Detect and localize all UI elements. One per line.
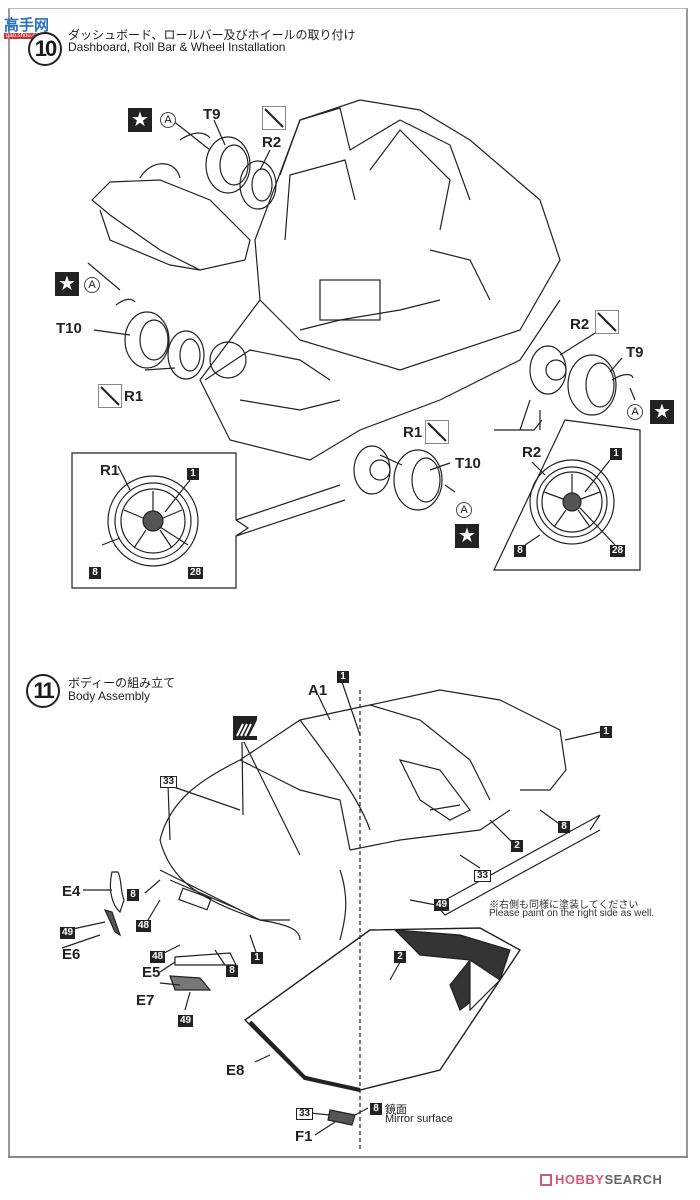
wheel-r2-top [239, 160, 277, 210]
paint-code-badge: 2 [394, 951, 406, 963]
part-a-label: A [456, 502, 472, 518]
paint-code-badge: 8 [558, 821, 570, 833]
paint-code-badge: 1 [600, 726, 612, 738]
window-glass-e8 [243, 927, 522, 1092]
part-e7 [169, 975, 212, 991]
paint-code-badge: 8 [89, 567, 101, 579]
paint-code-badge: 2 [511, 840, 523, 852]
label-a1: A1 [308, 682, 328, 699]
dashboard-drawing [91, 163, 251, 271]
wheel-r2-right [529, 345, 567, 395]
label-e7: E7 [136, 992, 155, 1009]
paint-code-badge: 49 [178, 1015, 194, 1027]
step-10-title-en: Dashboard, Roll Bar & Wheel Installation [68, 40, 286, 54]
label-e5: E5 [142, 964, 161, 981]
no-glue-icon [98, 384, 122, 408]
paint-code-badge: 33 [296, 1108, 314, 1120]
paint-code-badge: 1 [610, 448, 622, 460]
part-a-label: A [627, 404, 643, 420]
chassis-drawing [199, 99, 561, 461]
part-a-right [611, 373, 634, 381]
label-r2-right: R2 [570, 316, 590, 333]
paint-code-badge: 1 [187, 468, 199, 480]
wheel-r1-center [353, 445, 391, 495]
label-r1-left: R1 [124, 388, 144, 405]
label-e8: E8 [226, 1062, 245, 1079]
paint-code-badge: 8 [226, 965, 238, 977]
part-a-top [179, 132, 211, 141]
label-r1-center: R1 [403, 424, 423, 441]
wheel-r1-detail [107, 475, 199, 567]
label-e4: E4 [62, 883, 81, 900]
tire-t10-left [124, 311, 170, 369]
part-e4 [109, 871, 125, 914]
paint-code-badge: 28 [188, 567, 204, 579]
paint-code-badge: 48 [150, 951, 166, 963]
label-t10-center: T10 [455, 455, 481, 472]
label-f1: F1 [295, 1128, 313, 1145]
step-10-title-jp: ダッシュボード、ロールバー及びホイールの取り付け [68, 28, 356, 42]
part-a-label: A [84, 277, 100, 293]
step-11-title-en: Body Assembly [68, 689, 151, 703]
star-icon: ★ [55, 272, 79, 296]
paint-code-badge: 8 [370, 1103, 382, 1115]
step-11-number: 11 [26, 674, 60, 708]
watermark-logo: 高手网 [4, 17, 50, 34]
paint-code-badge: 1 [337, 671, 349, 683]
tire-t9-right [567, 354, 617, 416]
star-icon: ★ [455, 524, 479, 548]
paint-code-badge: 8 [127, 889, 139, 901]
paint-code-badge: 33 [474, 870, 492, 882]
bottom-rule [8, 1156, 688, 1158]
decal-stripe-icon [233, 716, 257, 740]
paint-code-badge: 28 [610, 545, 626, 557]
part-e5 [174, 952, 237, 966]
hobbysearch-icon [540, 1174, 552, 1186]
no-glue-icon [595, 310, 619, 334]
label-r2-top: R2 [262, 134, 282, 151]
detail-left-wheel-label: R1 [100, 462, 120, 479]
paint-code-badge: 33 [160, 776, 178, 788]
star-icon: ★ [650, 400, 674, 424]
detail-box-left [71, 452, 250, 589]
step-10-number: 10 [28, 32, 62, 66]
paint-code-badge: 8 [514, 545, 526, 557]
tire-t10-center [393, 449, 443, 511]
paint-code-badge: 48 [136, 920, 152, 932]
tire-t9-top [205, 136, 251, 194]
detail-box-right [493, 419, 641, 571]
mirror-surface-en: Mirror surface [385, 1113, 453, 1125]
label-e6: E6 [62, 946, 81, 963]
label-t9-right: T9 [626, 344, 644, 361]
paint-code-badge: 49 [434, 899, 450, 911]
note-en: Please paint on the right side as well. [489, 908, 655, 919]
part-a-label: A [160, 112, 176, 128]
detail-right-wheel-label: R2 [522, 444, 542, 461]
paint-code-badge: 49 [60, 927, 76, 939]
part-f1 [327, 1109, 356, 1126]
wheel-r1-left [167, 330, 205, 380]
no-glue-icon [425, 420, 449, 444]
part-e6 [103, 909, 122, 937]
watermark-sub: gao.shou.com [4, 33, 46, 39]
note-jp: ※右側も同様に塗装してください [489, 900, 639, 911]
wheel-r2-detail [529, 459, 615, 545]
paint-code-badge: 1 [251, 952, 263, 964]
mirror-surface-jp: 鏡面 [385, 1104, 407, 1116]
hobbysearch-logo: HOBBYSEARCH [540, 1172, 662, 1187]
label-t10-left: T10 [56, 320, 82, 337]
no-glue-icon [262, 106, 286, 130]
star-icon: ★ [128, 108, 152, 132]
step-11-title-jp: ボディーの組み立て [68, 676, 176, 690]
label-t9-top: T9 [203, 106, 221, 123]
part-a-left [115, 298, 136, 306]
page-frame [8, 8, 688, 1156]
